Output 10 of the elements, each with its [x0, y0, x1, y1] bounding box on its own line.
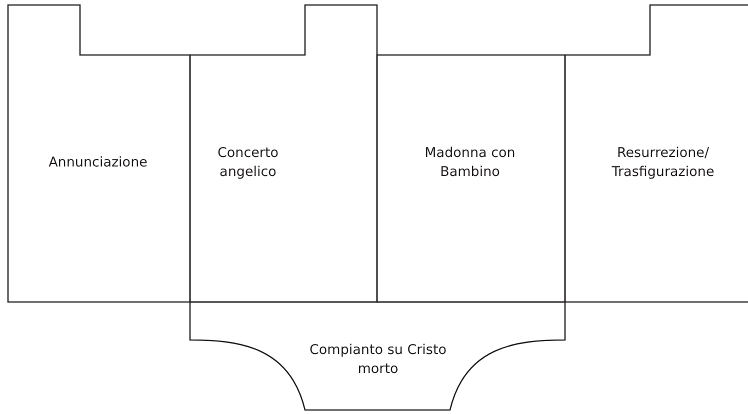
- altarpiece-panel: [565, 5, 748, 302]
- altarpiece-panel: [8, 5, 190, 302]
- altarpiece-panel: [190, 5, 377, 302]
- panel-title: Concerto angelico: [216, 144, 280, 182]
- panel-title: Madonna con Bambino: [424, 144, 516, 182]
- altarpiece-panel: [377, 55, 565, 302]
- panel-title: Annunciazione: [48, 154, 148, 172]
- panel-title: Resurrezione/ Trasfigurazione: [610, 144, 716, 182]
- panel-title: Compianto su Cristo morto: [308, 341, 448, 379]
- altarpiece-panel: [190, 302, 565, 410]
